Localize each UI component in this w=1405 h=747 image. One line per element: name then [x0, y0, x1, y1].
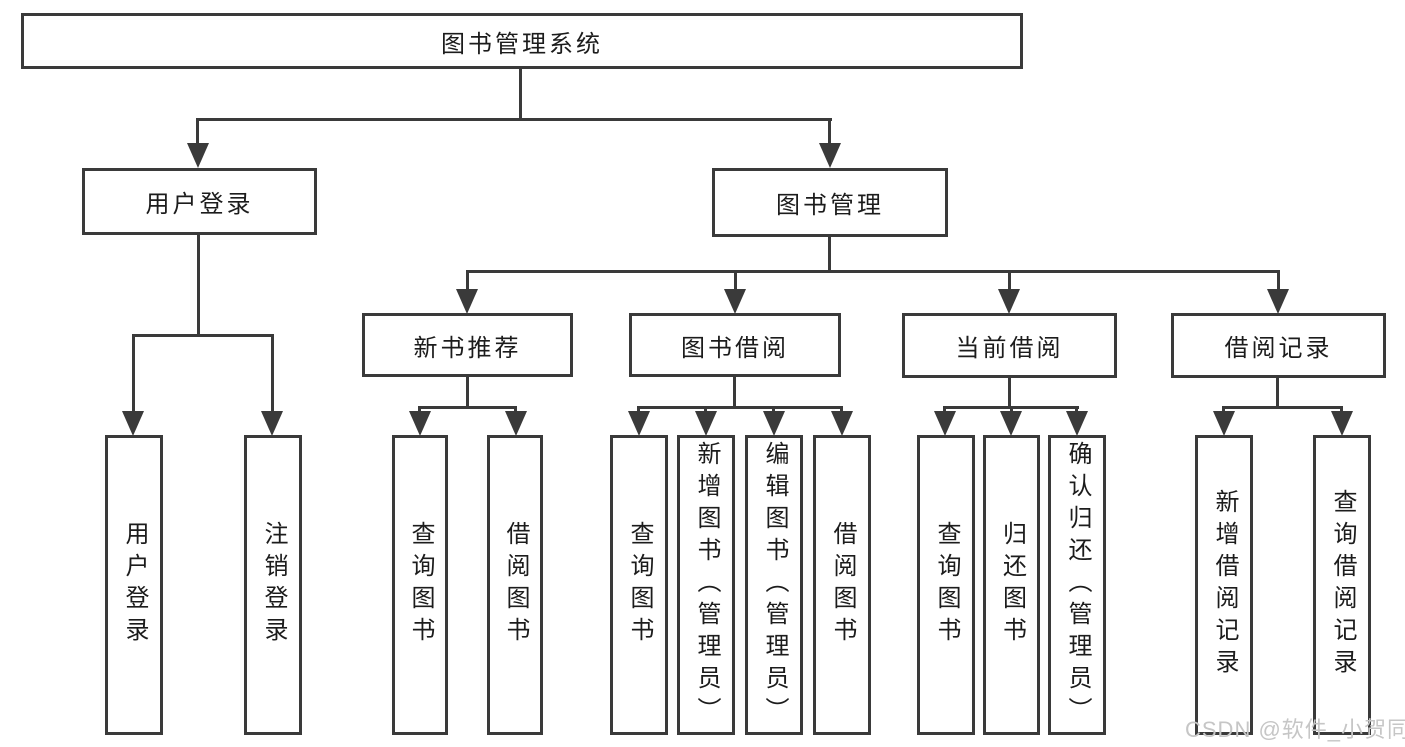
- leaf-user-login-label: 用户登录: [121, 521, 148, 649]
- arrowhead-user-login: [187, 143, 209, 168]
- arrowhead-bb-borrow: [831, 411, 853, 436]
- leaf-cb-query-books-label: 查询图书: [933, 521, 960, 649]
- connector-book-borrow-hbar: [637, 406, 843, 409]
- node-book-management: 图书管理: [712, 168, 948, 237]
- connector-new-book-recommend-stem: [466, 377, 469, 408]
- leaf-br-query-record: 查询借阅记录: [1313, 435, 1371, 735]
- connector-borrow-records-stem: [1276, 378, 1279, 408]
- node-new-book-recommend-label: 新书推荐: [413, 334, 522, 362]
- leaf-bb-edit-books-label: 编辑图书（管理员）: [761, 441, 788, 729]
- leaf-cb-return-books: 归还图书: [983, 435, 1040, 735]
- arrowhead-br-add: [1213, 411, 1235, 436]
- connector-to-leaf-user-login: [132, 334, 135, 416]
- arrowhead-br-query: [1331, 411, 1353, 436]
- node-root: 图书管理系统: [21, 13, 1023, 69]
- node-user-login: 用户登录: [82, 168, 317, 235]
- leaf-cb-confirm-return-label: 确认归还（管理员）: [1064, 441, 1091, 729]
- arrowhead-new-book-recommend: [456, 289, 478, 314]
- arrowhead-leaf-user-login: [122, 411, 144, 436]
- connector-root-stem: [519, 69, 522, 121]
- node-current-borrow: 当前借阅: [902, 313, 1117, 378]
- arrowhead-bb-edit: [763, 411, 785, 436]
- leaf-br-add-record: 新增借阅记录: [1195, 435, 1253, 735]
- connector-user-login-hbar: [132, 334, 274, 337]
- connector-to-borrow-records: [1277, 270, 1280, 292]
- connector-book-management-hbar: [466, 270, 1280, 273]
- leaf-bb-edit-books: 编辑图书（管理员）: [745, 435, 803, 735]
- arrowhead-current-borrow: [998, 289, 1020, 314]
- leaf-newrec-query-books: 查询图书: [392, 435, 448, 735]
- arrowhead-newrec-borrow: [505, 411, 527, 436]
- connector-root-to-book-management: [828, 118, 831, 150]
- connector-to-leaf-logout: [271, 334, 274, 416]
- arrowhead-bb-query: [628, 411, 650, 436]
- arrowhead-cb-query: [934, 411, 956, 436]
- leaf-newrec-borrow-books-label: 借阅图书: [502, 521, 529, 649]
- node-root-label: 图书管理系统: [441, 30, 603, 58]
- arrowhead-borrow-records: [1267, 289, 1289, 314]
- arrowhead-cb-confirm: [1066, 411, 1088, 436]
- connector-borrow-records-hbar: [1222, 406, 1343, 409]
- leaf-bb-query-books: 查询图书: [610, 435, 668, 735]
- leaf-user-login: 用户登录: [105, 435, 163, 735]
- leaf-newrec-query-books-label: 查询图书: [407, 521, 434, 649]
- connector-root-to-user-login: [196, 118, 199, 150]
- arrowhead-newrec-query: [409, 411, 431, 436]
- leaf-bb-borrow-books-label: 借阅图书: [829, 521, 856, 649]
- leaf-logout-label: 注销登录: [260, 521, 287, 649]
- node-new-book-recommend: 新书推荐: [362, 313, 573, 377]
- connector-current-borrow-stem: [1008, 378, 1011, 408]
- connector-to-book-borrow: [734, 270, 737, 292]
- arrowhead-cb-return: [1000, 411, 1022, 436]
- arrowhead-bb-add: [695, 411, 717, 436]
- leaf-bb-add-books-label: 新增图书（管理员）: [693, 441, 720, 729]
- connector-book-borrow-stem: [733, 377, 736, 408]
- connector-new-book-recommend-hbar: [418, 406, 517, 409]
- node-book-borrow: 图书借阅: [629, 313, 841, 377]
- leaf-cb-confirm-return: 确认归还（管理员）: [1048, 435, 1106, 735]
- node-book-borrow-label: 图书借阅: [681, 334, 789, 362]
- csdn-watermark: CSDN @软件_小贺同学: [1185, 717, 1405, 742]
- leaf-cb-query-books: 查询图书: [917, 435, 975, 735]
- node-book-management-label: 图书管理: [776, 192, 884, 219]
- connector-user-login-stem: [197, 234, 200, 336]
- connector-to-current-borrow: [1008, 270, 1011, 292]
- leaf-bb-add-books: 新增图书（管理员）: [677, 435, 735, 735]
- leaf-cb-return-books-label: 归还图书: [998, 521, 1026, 649]
- leaf-br-add-record-label: 新增借阅记录: [1211, 489, 1238, 681]
- node-borrow-records-label: 借阅记录: [1224, 335, 1333, 362]
- node-current-borrow-label: 当前借阅: [955, 335, 1064, 362]
- leaf-bb-borrow-books: 借阅图书: [813, 435, 871, 735]
- connector-book-management-stem: [828, 236, 831, 272]
- leaf-br-query-record-label: 查询借阅记录: [1329, 489, 1356, 681]
- connector-root-hbar: [196, 118, 832, 121]
- node-borrow-records: 借阅记录: [1171, 313, 1386, 378]
- leaf-logout: 注销登录: [244, 435, 302, 735]
- leaf-newrec-borrow-books: 借阅图书: [487, 435, 543, 735]
- connector-to-new-book-recommend: [466, 270, 469, 292]
- arrowhead-book-borrow: [724, 289, 746, 314]
- leaf-bb-query-books-label: 查询图书: [626, 521, 653, 649]
- arrowhead-leaf-logout: [261, 411, 283, 436]
- arrowhead-book-management: [819, 143, 841, 168]
- node-user-login-label: 用户登录: [145, 191, 254, 218]
